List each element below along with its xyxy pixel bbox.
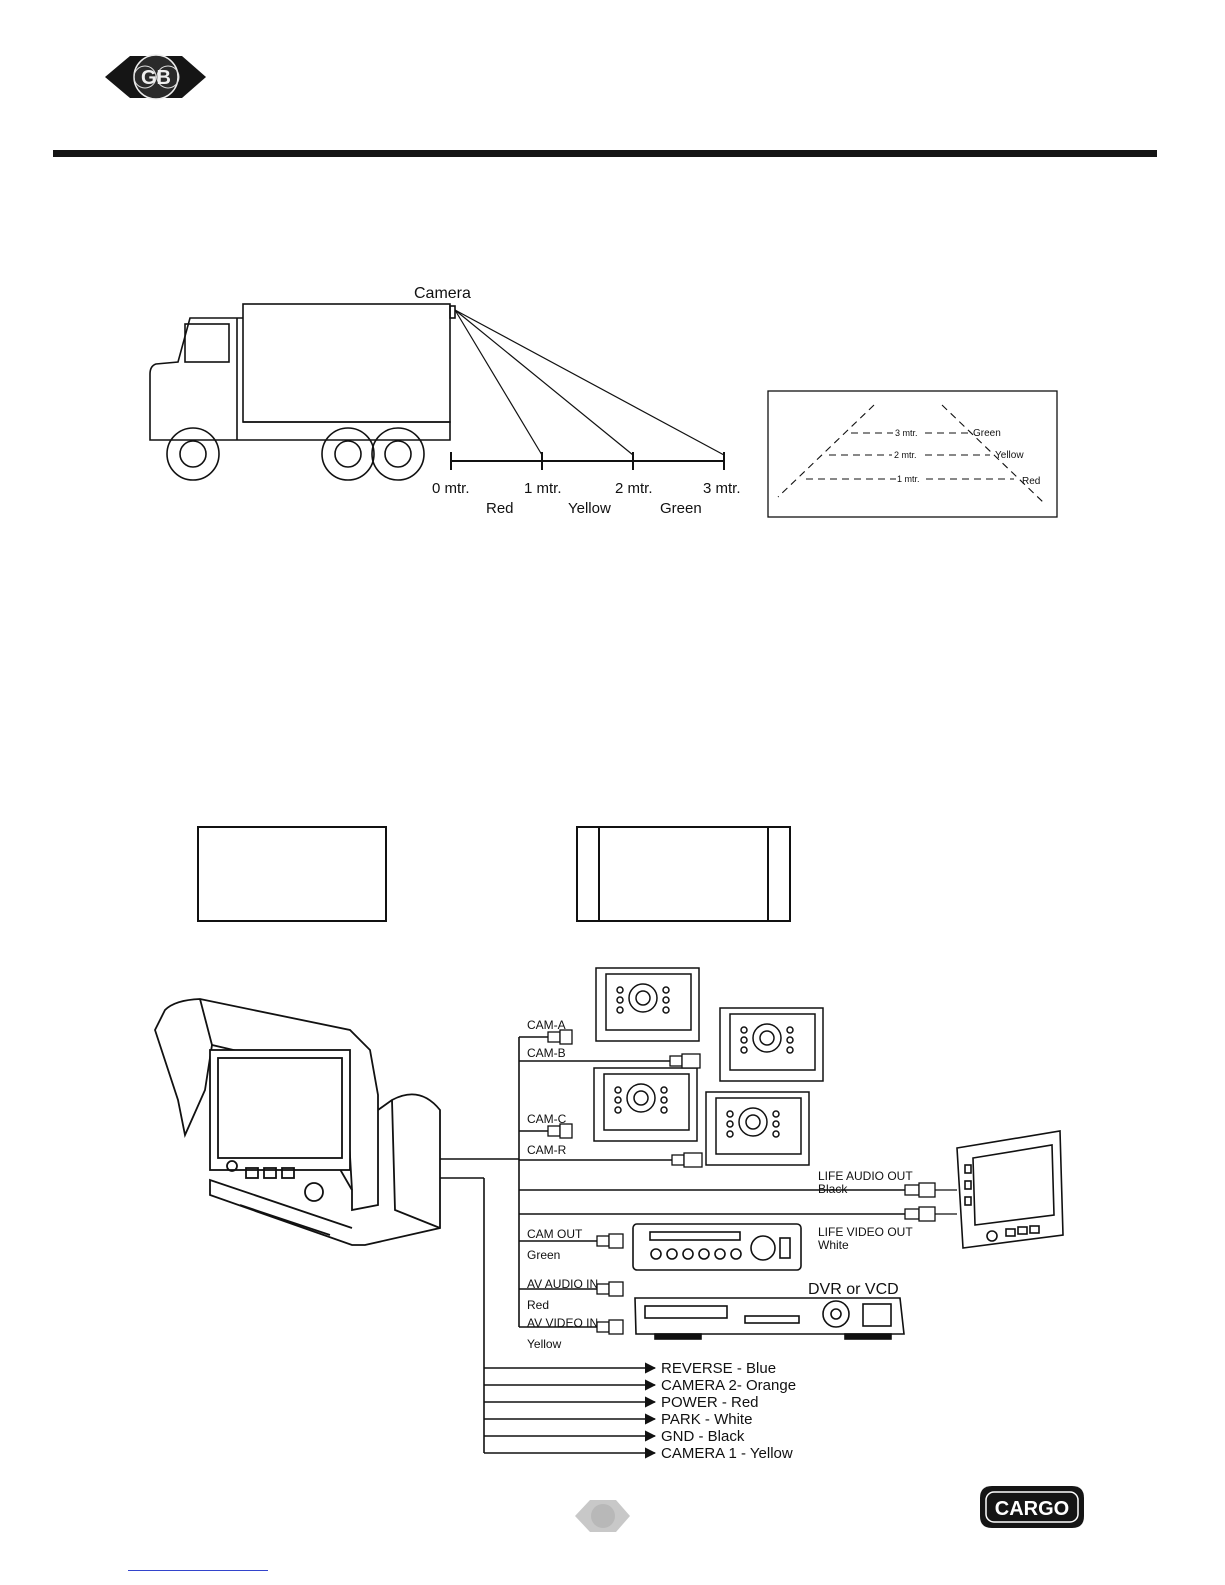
scale-mark-2: 2 mtr. [615, 480, 653, 497]
scale-mark-1: 1 mtr. [524, 480, 562, 497]
display-mode-box-narrow [576, 826, 791, 922]
display-mode-box-full [197, 826, 387, 922]
truck-diagram [149, 303, 725, 481]
camera-unit-c [593, 1067, 698, 1142]
audio-out-label: LIFE AUDIO OUT [818, 1169, 913, 1183]
power-leads [484, 1362, 657, 1459]
zone-yellow-label: Yellow [568, 500, 611, 517]
cam-r-label: CAM-R [527, 1143, 567, 1157]
av-audio-in-color: Red [527, 1298, 549, 1312]
cam-out-label: CAM OUT [527, 1227, 583, 1241]
guide-distance-2: 2 mtr. [894, 450, 917, 460]
camera-unit-r [705, 1091, 810, 1166]
wiring-harness [440, 1036, 905, 1453]
lead-power: POWER - Red [661, 1394, 759, 1411]
zone-red-label: Red [486, 500, 514, 517]
cam-b-label: CAM-B [527, 1046, 566, 1060]
connectors [547, 1029, 957, 1335]
cam-c-label: CAM-C [527, 1112, 567, 1126]
header-rule [53, 150, 1157, 157]
lead-park: PARK - White [661, 1411, 752, 1428]
guide-color-green: Green [973, 428, 1001, 439]
zone-green-label: Green [660, 500, 702, 517]
camera-unit-b [719, 1007, 824, 1082]
audio-out-color: Black [818, 1182, 848, 1196]
cam-a-label: CAM-A [527, 1018, 566, 1032]
gb-logo: GB [105, 54, 206, 100]
camera-label: Camera [414, 285, 471, 302]
camera-unit-a [595, 967, 700, 1042]
footer-link-underline[interactable] [128, 1570, 268, 1571]
guide-distance-1: 1 mtr. [897, 474, 920, 484]
second-monitor [956, 1130, 1064, 1249]
video-out-label: LIFE VIDEO OUT [818, 1225, 913, 1239]
gb-logo-text: GB [141, 67, 171, 89]
av-video-in-color: Yellow [527, 1337, 562, 1351]
guide-color-yellow: Yellow [995, 450, 1024, 461]
cam-out-color: Green [527, 1248, 560, 1262]
dvr-unit [634, 1297, 905, 1340]
cargo-logo-text: CARGO [995, 1498, 1069, 1520]
lead-camera-2: CAMERA 2- Orange [661, 1377, 796, 1394]
guide-color-red: Red [1022, 476, 1040, 487]
main-monitor [154, 998, 441, 1246]
lead-camera-1: CAMERA 1 - Yellow [661, 1445, 793, 1462]
cargo-logo: CARGO [980, 1486, 1084, 1528]
lead-gnd: GND - Black [661, 1428, 745, 1445]
footer-watermark-logo [575, 1500, 630, 1532]
guide-lines-screen [767, 390, 1058, 518]
scale-mark-3: 3 mtr. [703, 480, 741, 497]
lead-reverse: REVERSE - Blue [661, 1360, 776, 1377]
av-video-in-label: AV VIDEO IN [527, 1316, 598, 1330]
guide-distance-3: 3 mtr. [895, 428, 918, 438]
scale-mark-0: 0 mtr. [432, 480, 470, 497]
dvr-label: DVR or VCD [808, 1281, 899, 1298]
recorder-unit [632, 1223, 802, 1271]
av-audio-in-label: AV AUDIO IN [527, 1277, 598, 1291]
video-out-color: White [818, 1238, 849, 1252]
